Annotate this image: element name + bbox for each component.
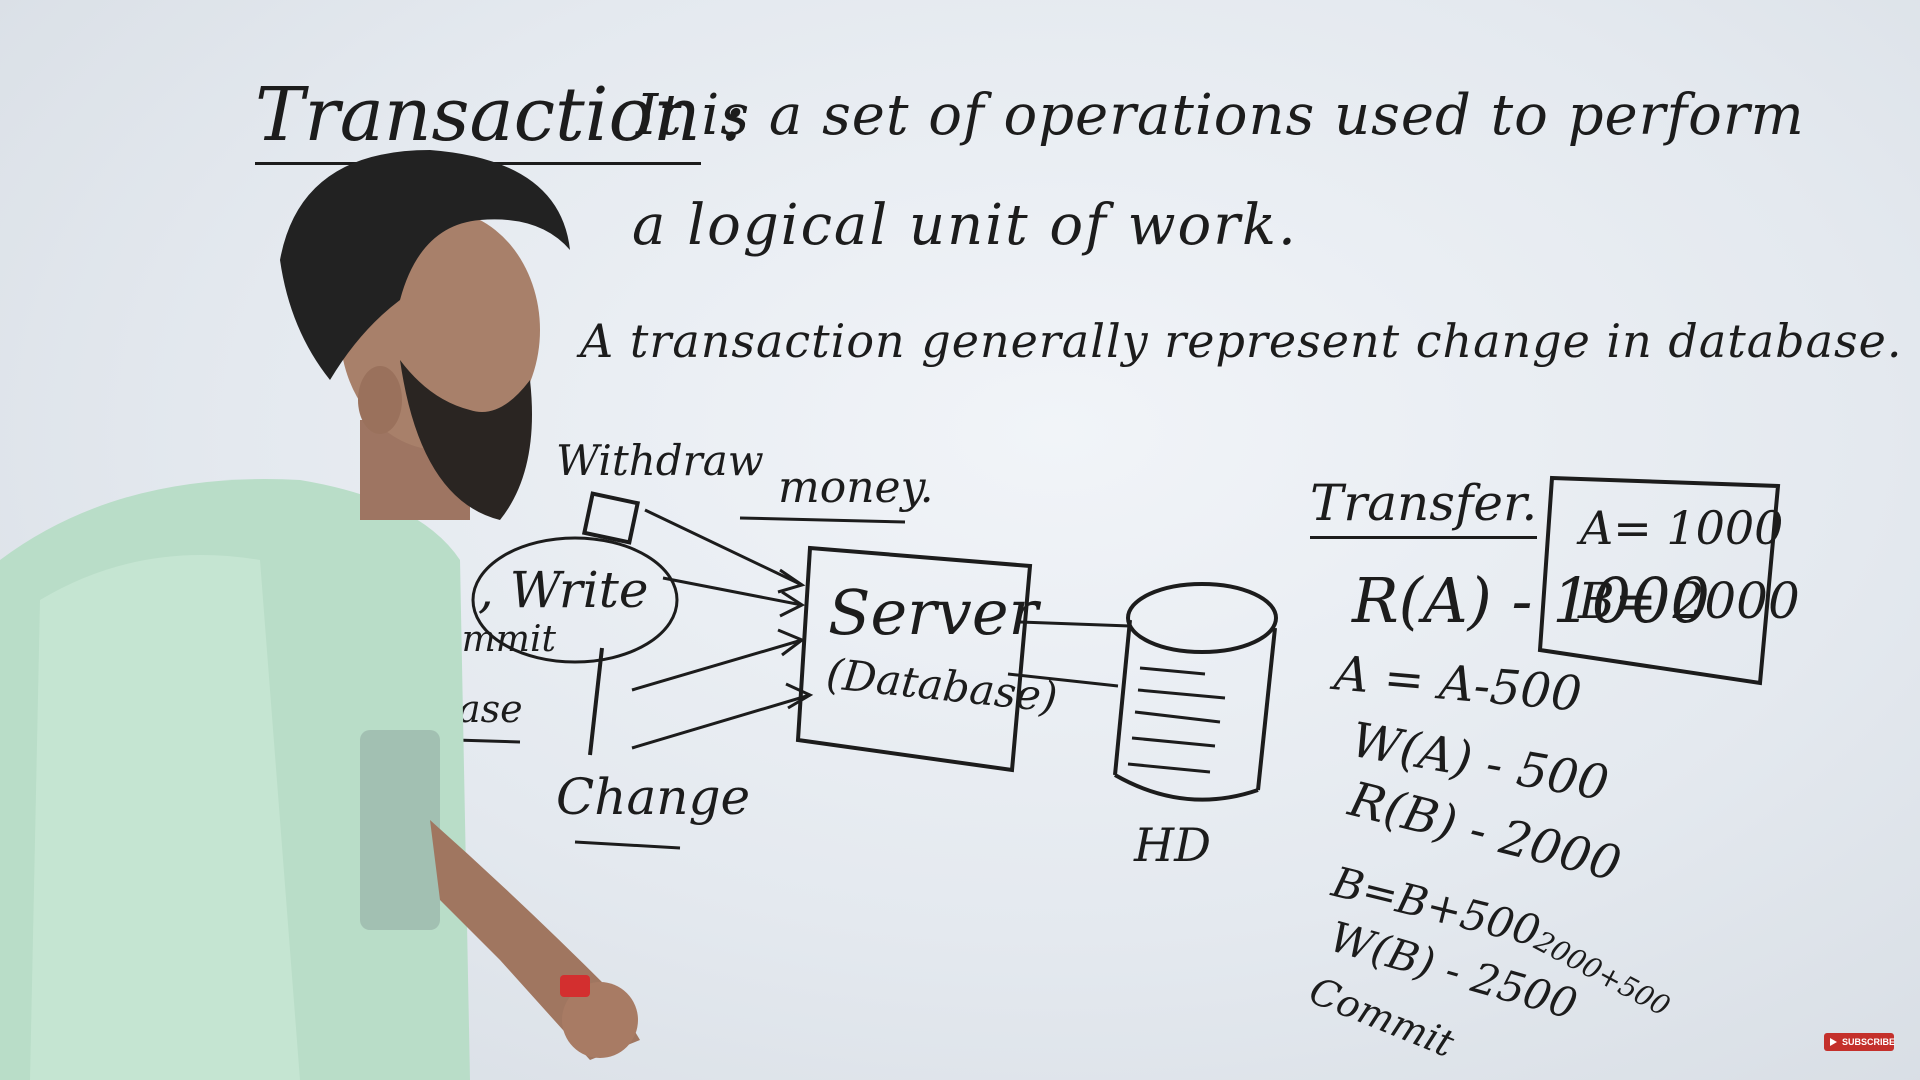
subscribe-label: SUBSCRIBE — [1842, 1037, 1896, 1047]
read-write-label: d , Write — [430, 561, 649, 619]
base-fragment: ase — [458, 687, 523, 731]
server-label: Server — [828, 576, 1039, 649]
money-note-icon — [581, 491, 641, 545]
subscribe-button[interactable]: SUBSCRIBE — [1824, 1033, 1896, 1051]
database-change-note: A transaction generally represent change… — [580, 314, 1903, 368]
hd-label: HD — [1134, 818, 1211, 872]
play-icon — [1830, 1038, 1837, 1046]
value-a: A= 1000 — [1580, 501, 1784, 555]
operations-ellipse — [471, 536, 679, 664]
commit-fragment: ommit — [440, 619, 556, 660]
change-label: Change — [556, 768, 751, 826]
transfer-title: Transfer. — [1310, 474, 1538, 539]
definition-line-2: a logical unit of work. — [632, 193, 1298, 258]
server-box — [795, 545, 1033, 773]
request-arrows — [631, 508, 814, 750]
money-label: money. — [778, 462, 934, 513]
hard-disk-icon — [1113, 582, 1278, 802]
transaction-term: Transaction: — [255, 72, 746, 165]
step-read-a: R(A) - 1000 — [1352, 564, 1710, 637]
initial-values-box — [1537, 475, 1781, 686]
withdraw-label: Withdraw — [556, 436, 764, 485]
definition-line-1: It is a set of operations used to perfor… — [636, 83, 1805, 148]
value-b: B= 2000 — [1578, 572, 1800, 630]
